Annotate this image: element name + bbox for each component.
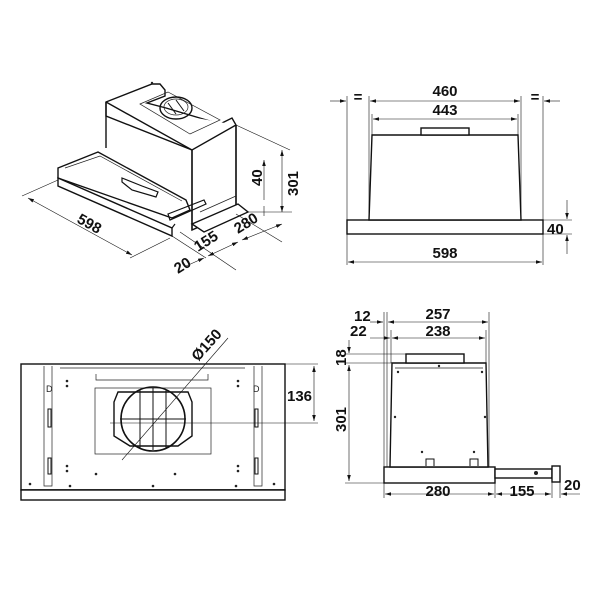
handle [121, 177, 159, 198]
dim-iso-total-height: 301 [285, 171, 302, 196]
dim-side-base-depth: 280 [425, 483, 450, 500]
fan-collar-icon [159, 96, 193, 120]
dim-front-total-width: 598 [432, 245, 457, 262]
dim-duct-diameter: Ø150 [188, 326, 225, 365]
dim-front-panel-height: 40 [547, 221, 564, 238]
dim-duct-offset: 136 [287, 388, 312, 405]
isometric-view: 598 20 155 280 40 301 [21, 81, 302, 277]
dim-side-collar-height: 18 [333, 349, 350, 366]
equal-mark-right: = [531, 89, 540, 106]
dim-side-top-depth: 257 [425, 306, 450, 323]
dim-front-top-width: 460 [432, 83, 457, 100]
dim-side-offset-a: 12 [354, 308, 371, 325]
dim-iso-front-panel: 20 [171, 254, 194, 277]
dim-front-body-width: 443 [432, 102, 457, 119]
dim-side-total-height: 301 [333, 407, 350, 432]
duct-opening-icon [120, 386, 186, 452]
dim-side-offset-b: 22 [350, 323, 367, 340]
dim-side-body-depth: 238 [425, 323, 450, 340]
dim-side-slide-depth: 155 [509, 483, 534, 500]
dim-side-front-panel: 20 [564, 477, 581, 494]
bottom-view: D D Ø150 136 [20, 326, 318, 501]
dim-iso-width: 598 [74, 211, 104, 238]
front-view: 460 = = 443 40 598 [330, 83, 572, 265]
equal-mark-left: = [354, 89, 363, 106]
mark-left: D [46, 384, 53, 394]
mark-right: D [253, 384, 260, 394]
side-view: 12 257 22 238 18 301 280 155 20 [333, 306, 581, 500]
dim-iso-panel-height: 40 [249, 169, 266, 186]
